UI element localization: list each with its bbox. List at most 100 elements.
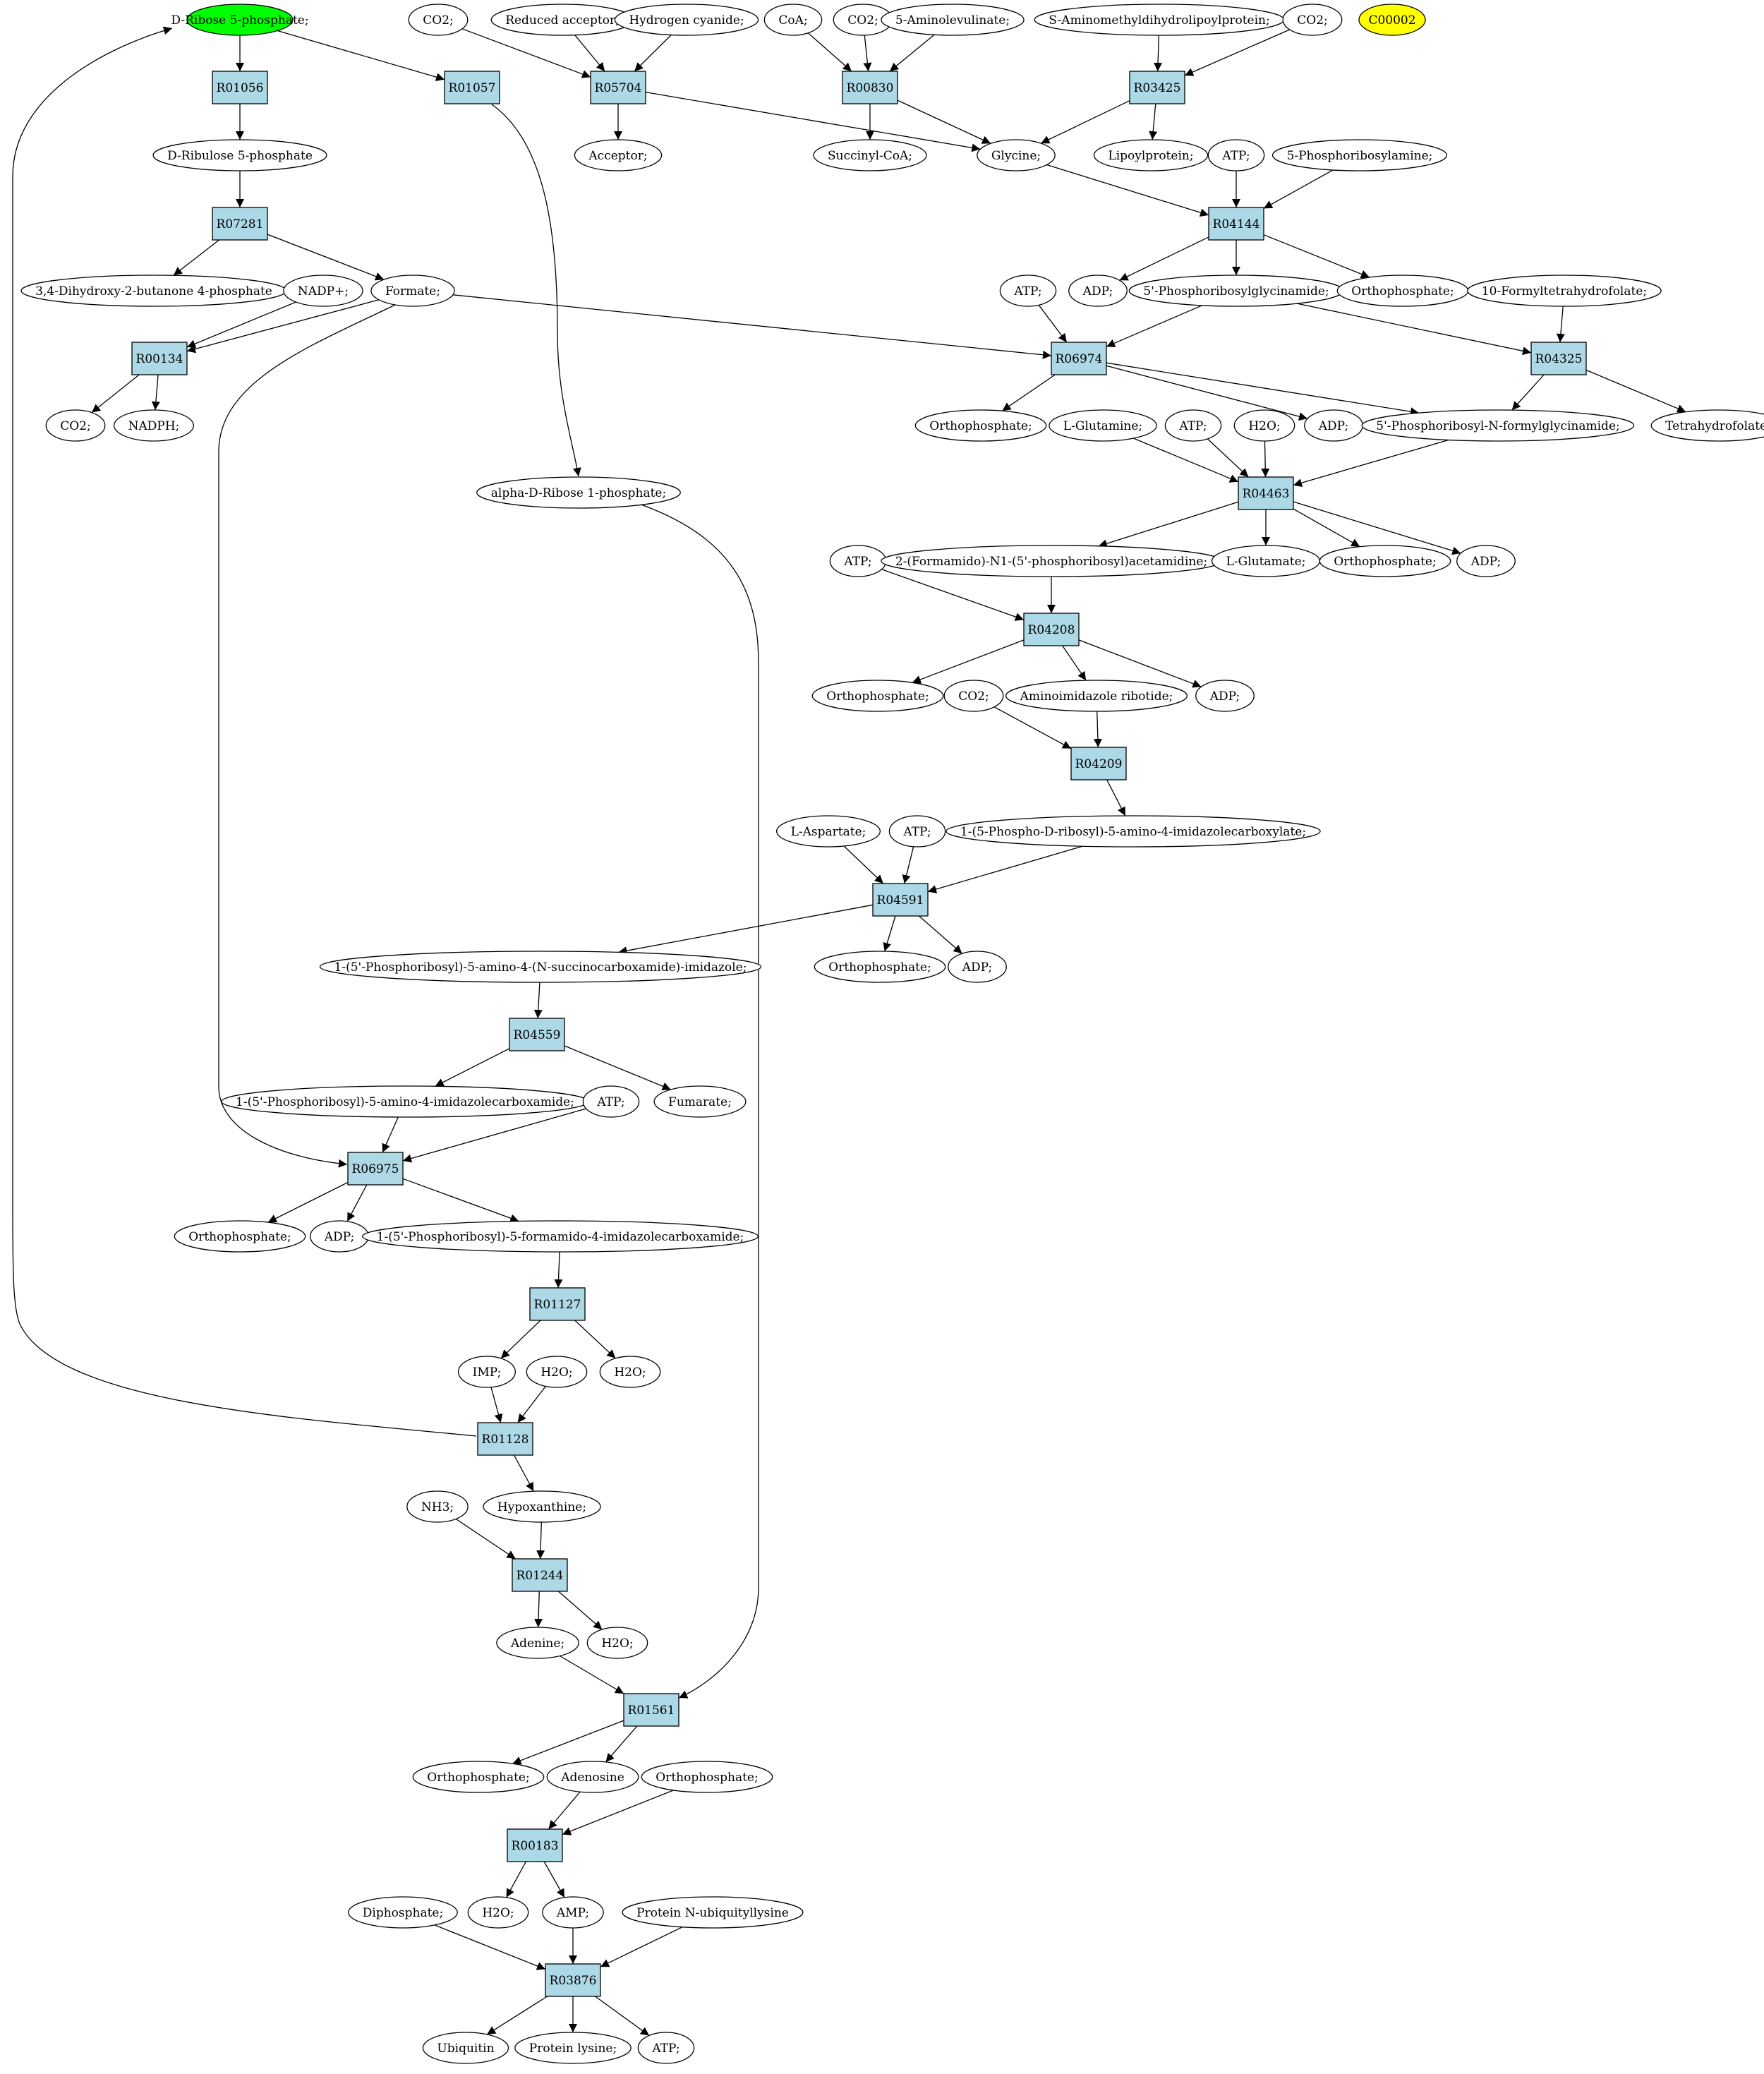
reaction-edge xyxy=(548,1791,581,1830)
compound-label: L-Aspartate; xyxy=(791,825,866,839)
compound-ellipse xyxy=(888,815,946,848)
compound-label: 2-(Formamido)-N1-(5'-phosphoribosyl)acet… xyxy=(895,555,1207,569)
reaction-edge xyxy=(267,234,385,281)
reaction-edge xyxy=(807,32,852,72)
reaction-box xyxy=(1238,476,1294,510)
compound-node: 3,4-Dihydroxy-2-butanone 4-phosphate xyxy=(20,275,287,307)
compound-label: Glycine; xyxy=(991,149,1041,163)
compound-ellipse xyxy=(1049,409,1157,442)
compound-label: H2O; xyxy=(614,1365,646,1380)
compound-ellipse xyxy=(476,476,681,509)
compound-node: ADP; xyxy=(1068,275,1128,307)
compound-ellipse xyxy=(775,815,881,848)
reaction-node: R01128 xyxy=(477,1422,533,1456)
compound-node: CO2; xyxy=(833,4,893,36)
compound-node: Orthophosphate; xyxy=(641,1761,773,1793)
reaction-edge xyxy=(557,1591,603,1630)
compound-node: ATP; xyxy=(1207,139,1265,171)
compound-ellipse xyxy=(113,409,195,442)
reaction-label: R04144 xyxy=(1213,217,1260,231)
compound-ellipse xyxy=(653,1085,747,1118)
reaction-edge xyxy=(536,1521,545,1560)
compound-label: Protein lysine; xyxy=(529,2042,617,2056)
compound-node: CO2; xyxy=(408,4,469,36)
reaction-box xyxy=(212,207,268,241)
reaction-box xyxy=(131,342,188,375)
reaction-label: R01561 xyxy=(628,1704,675,1718)
compound-node: Fumarate; xyxy=(653,1085,747,1118)
reaction-label: R01056 xyxy=(217,81,264,95)
reaction-box xyxy=(477,1422,533,1456)
compound-ellipse xyxy=(45,409,106,442)
reaction-node: R04144 xyxy=(1208,207,1264,241)
compound-label: ADP; xyxy=(1318,419,1348,433)
compound-label: ATP; xyxy=(1221,149,1250,163)
compound-node: CO2; xyxy=(45,409,106,442)
compound-node: L-Glutamine; xyxy=(1049,409,1157,442)
reaction-box xyxy=(512,1558,568,1592)
compound-node: 5-Aminolevulinate; xyxy=(881,4,1025,36)
reaction-label: R00830 xyxy=(847,81,894,95)
reaction-edge xyxy=(491,104,581,477)
compound-node: NADP+; xyxy=(283,275,363,307)
reaction-edge xyxy=(517,1386,546,1423)
compound-ellipse xyxy=(1207,139,1265,171)
compound-label: L-Glutamate; xyxy=(1226,555,1306,569)
compound-label: ADP; xyxy=(1082,284,1113,299)
compound-ellipse xyxy=(977,139,1056,171)
compound-node: Reduced acceptor; xyxy=(490,4,634,36)
compound-ellipse xyxy=(546,1761,639,1793)
compound-label: NADP+; xyxy=(298,284,349,299)
reaction-box xyxy=(529,1287,586,1321)
reaction-edge xyxy=(452,294,1052,359)
compound-ellipse xyxy=(614,4,759,36)
compound-label: AMP; xyxy=(556,1906,589,1920)
compound-node: Protein N-ubiquityllysine xyxy=(622,1896,804,1929)
compound-label: C00002 xyxy=(1368,13,1415,28)
compound-label: Diphosphate; xyxy=(363,1906,443,1920)
reaction-edge xyxy=(543,1861,565,1898)
reaction-box xyxy=(842,71,898,104)
compound-ellipse xyxy=(586,1627,648,1659)
compound-label: CO2; xyxy=(847,13,878,28)
compound-node: Orthophosphate; xyxy=(1319,545,1451,577)
reaction-edge xyxy=(600,1927,683,1967)
reaction-label: R04463 xyxy=(1243,487,1290,501)
reaction-edge xyxy=(186,301,296,348)
compound-ellipse xyxy=(467,1896,529,1929)
compound-node: 10-Formyltetrahydrofolate; xyxy=(1467,275,1662,307)
reaction-edge xyxy=(1263,169,1334,209)
compound-node: Adenine; xyxy=(496,1627,579,1659)
reaction-node: R00134 xyxy=(131,342,188,375)
compound-node: Protein lysine; xyxy=(514,2032,632,2064)
compound-label: 5'-Phosphoribosylglycinamide; xyxy=(1143,284,1329,299)
reaction-edge xyxy=(843,845,884,884)
compound-ellipse xyxy=(422,2032,509,2064)
compound-node: IMP; xyxy=(458,1356,516,1388)
compound-node: CO2; xyxy=(943,680,1004,712)
compound-node: D-Ribulose 5-phosphate xyxy=(152,139,327,171)
reaction-box xyxy=(347,1152,404,1186)
reaction-edge xyxy=(1297,303,1532,356)
compound-ellipse xyxy=(370,275,455,307)
compound-node: Orthophosphate; xyxy=(914,409,1047,442)
reaction-node: R03876 xyxy=(545,1963,601,1997)
reaction-edge xyxy=(1585,369,1686,413)
reaction-edge xyxy=(506,1861,526,1898)
reaction-edge xyxy=(435,1048,510,1087)
reaction-label: R04325 xyxy=(1535,352,1583,366)
reaction-edge xyxy=(277,30,445,81)
compound-label: ADP; xyxy=(1470,555,1501,569)
compound-ellipse xyxy=(1282,4,1343,36)
compound-node: CO2; xyxy=(1282,4,1343,36)
compound-label: ATP; xyxy=(843,555,871,569)
reaction-edge xyxy=(91,374,140,414)
compound-label: Fumarate; xyxy=(668,1095,732,1109)
reaction-edge xyxy=(461,28,591,78)
compound-ellipse xyxy=(1456,545,1516,577)
reaction-edge xyxy=(1038,304,1068,343)
compound-node: ADP; xyxy=(1304,409,1363,442)
compound-ellipse xyxy=(763,4,823,36)
reaction-node: R01057 xyxy=(444,71,500,104)
compound-label: CoA; xyxy=(778,13,807,28)
